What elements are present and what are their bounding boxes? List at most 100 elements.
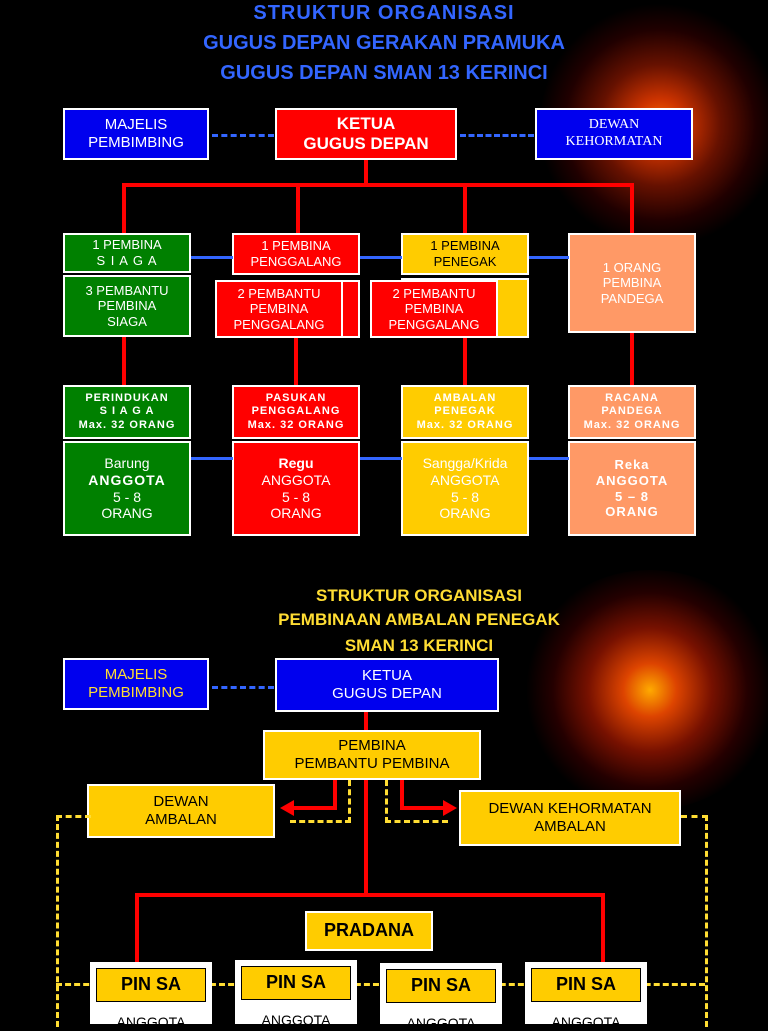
sangga-line3: 5 - 8 — [450, 488, 479, 505]
ambalan-line1: AMBALAN — [433, 392, 497, 405]
pembantu-siaga-line1: 3 PEMBANTU — [85, 282, 169, 298]
perindukan-line2: S I A G A — [99, 405, 155, 418]
pembina-siaga-line2: S I A G A — [96, 253, 158, 268]
pembina-penggalang-line2: PENGGALANG — [250, 254, 342, 269]
arrow-right-vertical — [400, 780, 404, 808]
top-title-line2: GUGUS DEPAN GERAKAN PRAMUKA — [203, 32, 565, 54]
bottom-connector-majelis-ketua — [212, 686, 274, 689]
pasukan-line3: Max. 32 ORANG — [247, 418, 345, 431]
connector-drop-pandega — [630, 183, 634, 233]
connector-ketua-dewan — [460, 134, 534, 137]
top-title-line3: GUGUS DEPAN SMAN 13 KERINCI — [220, 62, 548, 84]
pinsa-label-1: PIN SA — [96, 968, 206, 1002]
dewan-kehormatan-ambalan-box: DEWAN KEHORMATAN AMBALAN — [459, 790, 681, 846]
dewan-ambalan-box: DEWAN AMBALAN — [87, 784, 275, 838]
pembina-pandega-line2: PEMBINA — [602, 275, 662, 291]
pembantu-siaga-box: 3 PEMBANTU PEMBINA SIAGA — [63, 275, 191, 337]
reka-line1: Reka — [614, 457, 650, 473]
top-title-line1: STRUKTUR ORGANISASI — [253, 2, 515, 24]
reka-line3: 5 – 8 — [615, 488, 649, 504]
pembantu-penggalang-box: 2 PEMBANTU PEMBINA PENGGALANG — [215, 280, 343, 338]
ambalan-line2: PENEGAK — [434, 405, 496, 418]
bottom-pembina-line2: PEMBANTU PEMBINA — [294, 755, 450, 772]
majelis-pembimbing-box: MAJELIS PEMBIMBING — [63, 108, 209, 160]
anggota-label-4: ANGGOTA — [551, 1014, 621, 1030]
barung-box: Barung ANGGOTA 5 - 8 ORANG — [63, 441, 191, 536]
connector-branch-horizontal — [122, 183, 634, 187]
pembina-penggalang-box: 1 PEMBINA PENGGALANG — [232, 233, 360, 275]
reka-line2: ANGGOTA — [595, 472, 669, 488]
pembantu-penggalang-line1: 2 PEMBANTU — [237, 285, 321, 301]
bottom-title-line3: SMAN 13 KERINCI — [344, 636, 494, 655]
dewan-line1: DEWAN — [588, 117, 640, 133]
dashed-left-loop — [290, 780, 351, 823]
pasukan-penggalang-header: PASUKAN PENGGALANG Max. 32 ORANG — [232, 385, 360, 439]
connector-drop2-penggalang — [294, 338, 298, 385]
pinsa-label-2: PIN SA — [241, 966, 351, 1000]
pembina-penegak-box: 1 PEMBINA PENEGAK — [401, 233, 529, 275]
bottom-title-line2: PEMBINAAN AMBALAN PENEGAK — [278, 610, 560, 629]
connector-drop2-penegak — [463, 338, 467, 385]
connector-drop-siaga — [122, 183, 126, 233]
pembina-pandega-line1: 1 ORANG — [602, 259, 662, 275]
pembina-pandega-box: 1 ORANG PEMBINA PANDEGA — [568, 233, 696, 333]
dewan-kehormatan-ambalan-line1: DEWAN KEHORMATAN — [488, 800, 652, 817]
pembina-penggalang-line1: 1 PEMBINA — [261, 238, 331, 254]
regu-line3: 5 - 8 — [281, 488, 310, 505]
dewan-kehormatan-box: DEWAN KEHORMATAN — [535, 108, 693, 160]
dashed-right-loop — [385, 780, 448, 823]
regu-line1: Regu — [278, 454, 314, 471]
pradana-label: PRADANA — [324, 920, 414, 941]
bottom-pembina-box: PEMBINA PEMBANTU PEMBINA — [263, 730, 481, 780]
connector-row3-c — [529, 457, 569, 460]
bottom-title-line1: STRUKTUR ORGANISASI — [316, 586, 522, 605]
bottom-connector-ketua-pembina — [364, 712, 368, 730]
ambalan-line3: Max. 32 ORANG — [416, 418, 514, 431]
bottom-majelis-box: MAJELIS PEMBIMBING — [63, 658, 209, 710]
anggota-label-2: ANGGOTA — [261, 1012, 331, 1028]
bottom-connector-trunk — [364, 780, 368, 896]
connector-drop-penggalang — [296, 183, 300, 233]
pembantu-siaga-line2: PEMBINA — [97, 298, 157, 314]
pembantu-penggalang-line3: PENGGALANG — [233, 316, 325, 332]
bottom-ketua-line1: KETUA — [361, 667, 412, 684]
sangga-line2: ANGGOTA — [430, 471, 500, 488]
dashed-outer-right — [681, 815, 708, 1027]
ketua-line2: GUGUS DEPAN — [303, 134, 429, 153]
pembina-penegak-line2: PENEGAK — [433, 254, 497, 269]
connector-row2-b — [360, 256, 402, 259]
bottom-drop-1 — [135, 893, 139, 963]
arrow-right-head — [443, 800, 457, 816]
barung-line1: Barung — [104, 454, 150, 471]
connector-drop-penegak — [463, 183, 467, 233]
pinsa-label-4: PIN SA — [531, 968, 641, 1002]
connector-row3-a — [191, 457, 233, 460]
anggota-label-1: ANGGOTA — [116, 1014, 186, 1030]
pasukan-line2: PENGGALANG — [251, 405, 341, 418]
arrow-right-horizontal — [400, 806, 445, 810]
bottom-ketua-line2: GUGUS DEPAN — [332, 685, 442, 702]
dewan-ambalan-line2: AMBALAN — [145, 811, 217, 828]
pinsa-label-3: PIN SA — [386, 969, 496, 1003]
pradana-box: PRADANA — [305, 911, 433, 951]
regu-box: Regu ANGGOTA 5 - 8 ORANG — [232, 441, 360, 536]
sangga-box: Sangga/Krida ANGGOTA 5 - 8 ORANG — [401, 441, 529, 536]
barung-line2: ANGGOTA — [88, 471, 166, 488]
bottom-majelis-line2: PEMBIMBING — [88, 684, 184, 701]
pasukan-line1: PASUKAN — [265, 392, 327, 405]
bottom-connector-branch — [135, 893, 605, 897]
pinsa-card-1: PIN SA ANGGOTA — [90, 962, 212, 1030]
pinsa-card-2: PIN SA ANGGOTA — [235, 960, 357, 1028]
racana-line2: PANDEGA — [601, 405, 663, 418]
dashed-outer-left — [56, 815, 91, 1027]
perindukan-line1: PERINDUKAN — [85, 392, 169, 405]
barung-line4: ORANG — [101, 505, 153, 522]
ketua-line1: KETUA — [336, 113, 396, 133]
pembina-siaga-box: 1 PEMBINA S I A G A — [63, 233, 191, 273]
racana-line3: Max. 32 ORANG — [583, 418, 681, 431]
pembina-penegak-line1: 1 PEMBINA — [430, 238, 500, 254]
regu-line4: ORANG — [270, 505, 322, 522]
bottom-pembina-line1: PEMBINA — [338, 737, 406, 754]
arrow-left-head — [280, 800, 294, 816]
firework-decoration-bottom — [520, 570, 768, 810]
